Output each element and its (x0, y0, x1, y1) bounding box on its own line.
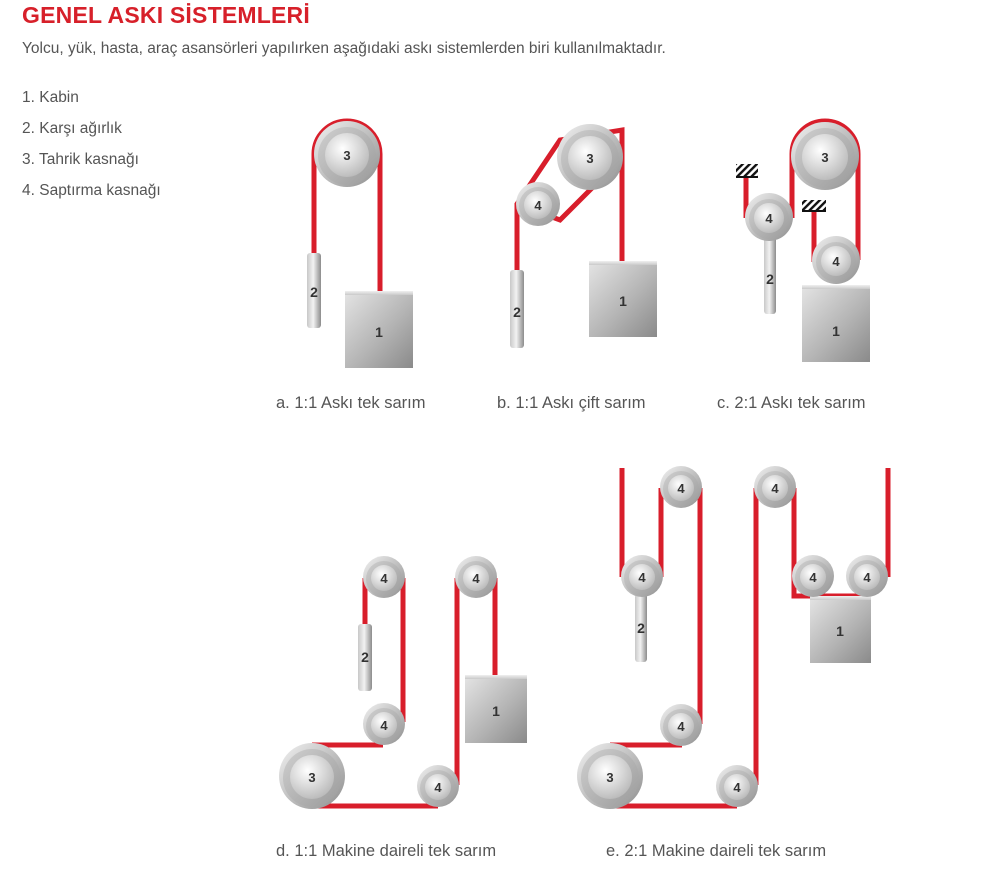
counterweight: 2 (307, 253, 321, 328)
deflector-sheave: 4 (516, 182, 560, 226)
deflector-sheave-label: 4 (534, 198, 542, 213)
cabin-label: 1 (836, 623, 844, 639)
diagram-c: 3 2 4 1 4 (736, 118, 870, 362)
counterweight-label: 2 (513, 304, 521, 320)
deflector-sheave: 4 (792, 555, 834, 597)
cabin: 1 (802, 285, 870, 362)
deflector-sheave: 4 (846, 555, 888, 597)
drive-sheave: 3 (314, 121, 380, 187)
deflector-sheave-label: 4 (809, 570, 817, 585)
counterweight: 2 (635, 594, 647, 662)
deflector-sheave: 4 (363, 703, 405, 745)
deflector-sheave: 4 (754, 466, 796, 508)
diagram-d: 4 4 2 1 4 3 4 (279, 556, 527, 809)
deflector-sheave: 4 (660, 704, 702, 746)
anchor-hatch (736, 164, 758, 178)
counterweight: 2 (764, 236, 776, 314)
deflector-sheave: 4 (745, 193, 793, 241)
deflector-sheave-label: 4 (380, 718, 388, 733)
drive-sheave-label: 3 (586, 151, 593, 166)
drive-sheave-label: 3 (343, 148, 350, 163)
rope (514, 127, 625, 272)
cabin: 1 (465, 675, 527, 743)
deflector-sheave-label: 4 (863, 570, 871, 585)
drive-sheave-label: 3 (606, 770, 613, 785)
cabin-label: 1 (375, 324, 383, 340)
counterweight-label: 2 (361, 649, 369, 665)
cabin: 1 (589, 261, 657, 337)
deflector-sheave-label: 4 (434, 780, 442, 795)
legend-list: 1. Kabin 2. Karşı ağırlık 3. Tahrik kasn… (22, 88, 161, 212)
diagram-e: 4 4 2 4 1 4 4 4 (577, 466, 891, 809)
rope (610, 742, 737, 809)
drive-sheave-label: 3 (821, 150, 828, 165)
caption-b: b. 1:1 Askı çift sarım (497, 394, 646, 412)
drive-sheave: 3 (279, 743, 345, 809)
counterweight: 2 (510, 270, 524, 348)
caption-d: d. 1:1 Makine daireli tek sarım (276, 842, 497, 860)
diagram-b: 3 4 2 1 (510, 124, 657, 348)
anchor-hatch (802, 200, 826, 212)
legend-item-deflector-sheave: 4. Saptırma kasnağı (22, 182, 161, 199)
drive-sheave: 3 (577, 743, 643, 809)
legend-item-counterweight: 2. Karşı ağırlık (22, 120, 122, 137)
cabin-label: 1 (832, 323, 840, 339)
rope (619, 468, 703, 724)
counterweight: 2 (358, 624, 372, 691)
rope (454, 578, 498, 785)
deflector-sheave: 4 (363, 556, 405, 598)
deflector-sheave: 4 (660, 466, 702, 508)
deflector-sheave: 4 (621, 555, 663, 597)
drive-sheave: 3 (791, 122, 859, 190)
caption-e: e. 2:1 Makine daireli tek sarım (606, 842, 827, 860)
deflector-sheave-label: 4 (733, 780, 741, 795)
drive-sheave: 3 (557, 124, 623, 190)
intro-text: Yolcu, yük, hasta, araç asansörleri yapı… (22, 40, 666, 57)
diagram-a: 3 2 1 (307, 118, 413, 368)
cabin-label: 1 (619, 293, 627, 309)
deflector-sheave: 4 (455, 556, 497, 598)
cabin-label: 1 (492, 703, 500, 719)
counterweight-label: 2 (637, 620, 645, 636)
counterweight-label: 2 (766, 271, 774, 287)
deflector-sheave-label: 4 (771, 481, 779, 496)
deflector-sheave-label: 4 (677, 719, 685, 734)
cabin: 1 (345, 291, 413, 368)
cabin: 1 (810, 596, 871, 663)
deflector-sheave-label: 4 (380, 571, 388, 586)
caption-c: c. 2:1 Askı tek sarım (717, 394, 866, 412)
deflector-sheave: 4 (812, 236, 860, 284)
counterweight-label: 2 (310, 284, 318, 300)
deflector-sheave-label: 4 (638, 570, 646, 585)
deflector-sheave-label: 4 (765, 211, 773, 226)
drive-sheave-label: 3 (308, 770, 315, 785)
deflector-sheave-label: 4 (472, 571, 480, 586)
legend-item-drive-sheave: 3. Tahrik kasnağı (22, 151, 139, 168)
deflector-sheave: 4 (716, 765, 758, 807)
legend-item-cabin: 1. Kabin (22, 89, 79, 106)
deflector-sheave-label: 4 (832, 254, 840, 269)
caption-a: a. 1:1 Askı tek sarım (276, 394, 426, 412)
page-title: GENEL ASKI SİSTEMLERİ (22, 2, 310, 28)
rope (312, 742, 438, 809)
deflector-sheave-label: 4 (677, 481, 685, 496)
deflector-sheave: 4 (417, 765, 459, 807)
